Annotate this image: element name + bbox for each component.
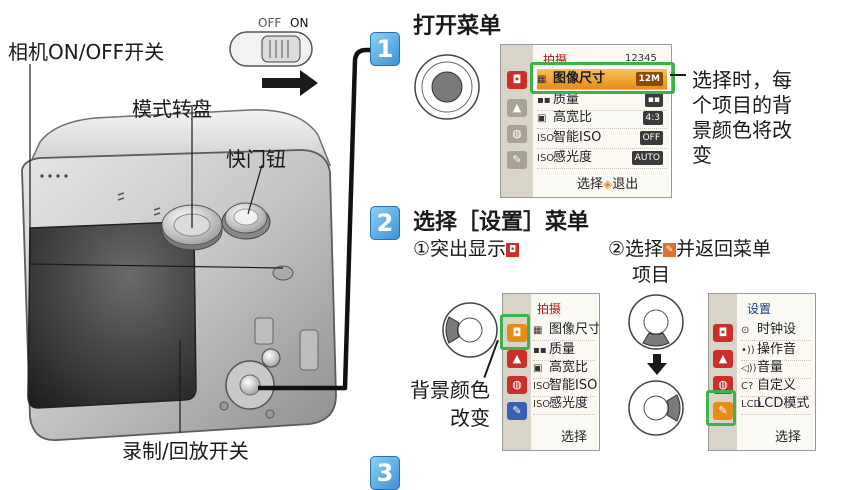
step-1-note-line-1: 选择时，每 <box>692 68 792 92</box>
step-2-menu-setup: ◘ ▲ ◍ ✎ 设置 ⊙时钟设 •))操作音 ◁))音量 C?自定义 LCDLC… <box>708 293 816 451</box>
motion-tab-icon: ◍ <box>507 125 527 143</box>
top-marks <box>117 192 161 216</box>
switch-arrow-icon <box>262 70 318 96</box>
step-2-substep-2: ②选择✎并返回菜单 <box>608 238 772 260</box>
camera-illustration <box>21 31 400 441</box>
step-2-substep-2-line-2: 项目 <box>632 264 671 286</box>
menu-row-clock-set[interactable]: ⊙时钟设 <box>741 320 811 341</box>
switch-on-label: ON <box>290 16 309 30</box>
lcd-screen <box>27 221 197 409</box>
down-arrow-icon <box>647 354 667 375</box>
menu-row-aspect-ratio[interactable]: ▣高宽比 <box>533 358 595 379</box>
camera-tab-icon: ◘ <box>507 71 527 89</box>
step-1-title: 打开菜单 <box>413 14 502 39</box>
menu-pages: 12345 <box>625 53 657 64</box>
camera-tab-icon: ◘ <box>506 242 520 257</box>
step-2-menu-shooting: ◘ ▲ ◍ ✎ 拍摄 ▦图像尺寸 ▪▪质量 ▣高宽比 ISO智能ISO ISO感… <box>502 293 600 451</box>
step-2-badge: 2 <box>370 206 400 240</box>
power-button <box>272 265 294 281</box>
step-2-dial-right-top <box>628 294 684 350</box>
switch-off-label: OFF <box>258 16 282 30</box>
menu-footer: 选择 <box>775 430 802 445</box>
bg-note-line-2: 改变 <box>450 406 490 430</box>
highlight-box-image-size <box>530 62 675 94</box>
highlight-box-setup-tab <box>706 390 736 426</box>
scene-tab-icon: ▲ <box>713 350 733 368</box>
step-2-dial-right-bottom <box>628 380 684 436</box>
step-2-dial-left <box>442 302 498 358</box>
setup-tab-icon: ✎ <box>507 402 527 420</box>
motion-tab-icon: ◍ <box>507 376 527 394</box>
label-shutter-button: 快门钮 <box>226 147 286 171</box>
menu-row-beep[interactable]: •))操作音 <box>741 340 811 361</box>
camera-tab-icon: ◘ <box>713 324 733 342</box>
bg-note-line-1: 背景颜色 <box>410 378 490 402</box>
motion-tab-icon: ◍ <box>713 376 733 394</box>
menu-header: 设置 <box>747 302 772 316</box>
speaker-dots <box>40 174 68 178</box>
menu-row-sensitivity[interactable]: ISO感光度 <box>533 394 595 415</box>
step-3-badge: 3 <box>370 456 400 490</box>
playback-button <box>261 348 281 368</box>
menu-sidebar: ◘ ▲ ◍ ✎ <box>709 294 737 450</box>
highlight-box-camera-tab <box>500 314 530 350</box>
step-1-note-line-4: 变 <box>692 143 712 167</box>
menu-footer: 选择◈退出 <box>577 177 639 192</box>
note-connector-line <box>670 74 686 76</box>
menu-footer: 选择 <box>561 430 588 445</box>
step-2-title: 选择［设置］菜单 <box>413 210 590 235</box>
pointer-lines <box>29 64 284 433</box>
step-1-dial <box>414 54 480 120</box>
shutter-button <box>221 202 271 240</box>
label-power-switch: 相机ON/OFF开关 <box>8 40 165 64</box>
menu-row-quality[interactable]: ▪▪质量▪▪ <box>537 90 667 111</box>
step-1-badge: 1 <box>370 32 400 66</box>
camera-tab-icon: ◘ <box>507 324 527 342</box>
menu-row-quality[interactable]: ▪▪质量 <box>533 340 595 361</box>
menu-row-image-size[interactable]: ▦图像尺寸 <box>533 320 599 341</box>
menu-row-intelligent-iso[interactable]: ISO智能ISO <box>533 376 597 397</box>
setup-tab-icon: ✎ <box>713 402 733 420</box>
menu-row-lcd-mode[interactable]: LCDLCD模式 <box>741 394 811 415</box>
step-1-note-line-3: 景颜色将改 <box>692 118 792 142</box>
scene-tab-icon: ▲ <box>507 350 527 368</box>
label-mode-dial: 模式转盘 <box>132 97 212 121</box>
setup-tab-icon: ✎ <box>663 242 677 257</box>
step-2-substep-1: ①突出显示◘ <box>413 234 520 261</box>
menu-header: 拍摄 <box>537 302 562 316</box>
menu-row-custom[interactable]: C?自定义 <box>741 376 811 397</box>
step-1-note-line-2: 个项目的背 <box>692 93 792 117</box>
connector-line <box>258 47 400 391</box>
label-record-play-switch: 录制/回放开关 <box>122 439 249 463</box>
setup-tab-icon: ✎ <box>507 151 527 169</box>
power-switch-graphic <box>229 31 313 67</box>
menu-sidebar: ◘ ▲ ◍ ✎ <box>503 294 531 450</box>
control-wheel <box>225 360 275 410</box>
menu-row-volume[interactable]: ◁))音量 <box>741 358 811 379</box>
scene-tab-icon: ▲ <box>507 99 527 117</box>
menu-sidebar: ◘ ▲ ◍ ✎ <box>501 45 533 197</box>
dial-icon: ◈ <box>603 177 613 191</box>
